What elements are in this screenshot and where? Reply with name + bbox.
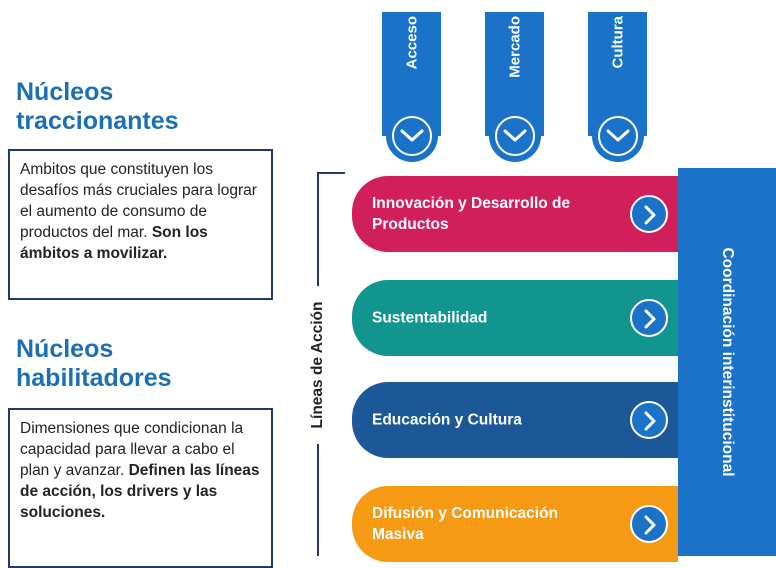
chevron-right-icon[interactable] <box>630 299 668 337</box>
heading-line: habilitadores <box>16 364 172 392</box>
description-bold: Definen las líneas de acción, los driver… <box>20 462 260 521</box>
chevron-down-icon <box>488 110 541 162</box>
lineas-de-accion-label: Líneas de Acción <box>300 286 336 444</box>
tab-label: Cultura <box>609 16 626 69</box>
heading-line: traccionantes <box>16 107 179 135</box>
bar-label: Innovación y Desarrollo de Productos <box>372 195 571 233</box>
heading-nucleos-traccionantes: Núcleos traccionantes <box>16 78 179 136</box>
description-box-traccionantes: Ambitos que constituyen los desafíos más… <box>8 149 273 300</box>
bar-educacion[interactable]: Educación y Cultura <box>352 382 678 458</box>
chevron-right-icon[interactable] <box>630 401 668 439</box>
coordinacion-label: Coordinación interinstitucional <box>719 247 736 477</box>
chevron-right-icon[interactable] <box>630 505 668 543</box>
lineas-de-accion-text: Líneas de Acción <box>309 301 326 429</box>
tab-label: Mercado <box>506 16 523 78</box>
chevron-down-icon <box>385 110 438 162</box>
description-bold: Son los ámbitos a movilizar. <box>20 224 208 262</box>
bar-label: Sustentabilidad <box>372 309 488 327</box>
bar-label: Educación y Cultura <box>372 411 522 429</box>
tab-mercado: Mercado <box>485 12 544 162</box>
description-text: Ambitos que constituyen los desafíos más… <box>20 161 257 241</box>
heading-line: Núcleos <box>16 335 114 363</box>
description-text: Dimensiones que condicionan la capacidad… <box>20 420 244 479</box>
tab-acceso: Acceso <box>382 12 441 162</box>
heading-nucleos-habilitadores: Núcleos habilitadores <box>16 335 172 393</box>
chevron-down-icon <box>591 110 644 162</box>
coordinacion-interinstitucional-column: Coordinación interinstitucional <box>678 168 776 556</box>
description-box-habilitadores: Dimensiones que condicionan la capacidad… <box>8 408 273 568</box>
tab-cultura: Cultura <box>588 12 647 162</box>
bar-innovacion[interactable]: Innovación y Desarrollo de Productos <box>352 176 678 252</box>
bar-label: Difusión y Comunicación Masiva <box>372 505 559 543</box>
tab-label: Acceso <box>403 16 420 70</box>
bar-sustentabilidad[interactable]: Sustentabilidad <box>352 280 678 356</box>
chevron-right-icon[interactable] <box>630 195 668 233</box>
heading-line: Núcleos <box>16 78 114 106</box>
bar-difusion[interactable]: Difusión y Comunicación Masiva <box>352 486 678 562</box>
